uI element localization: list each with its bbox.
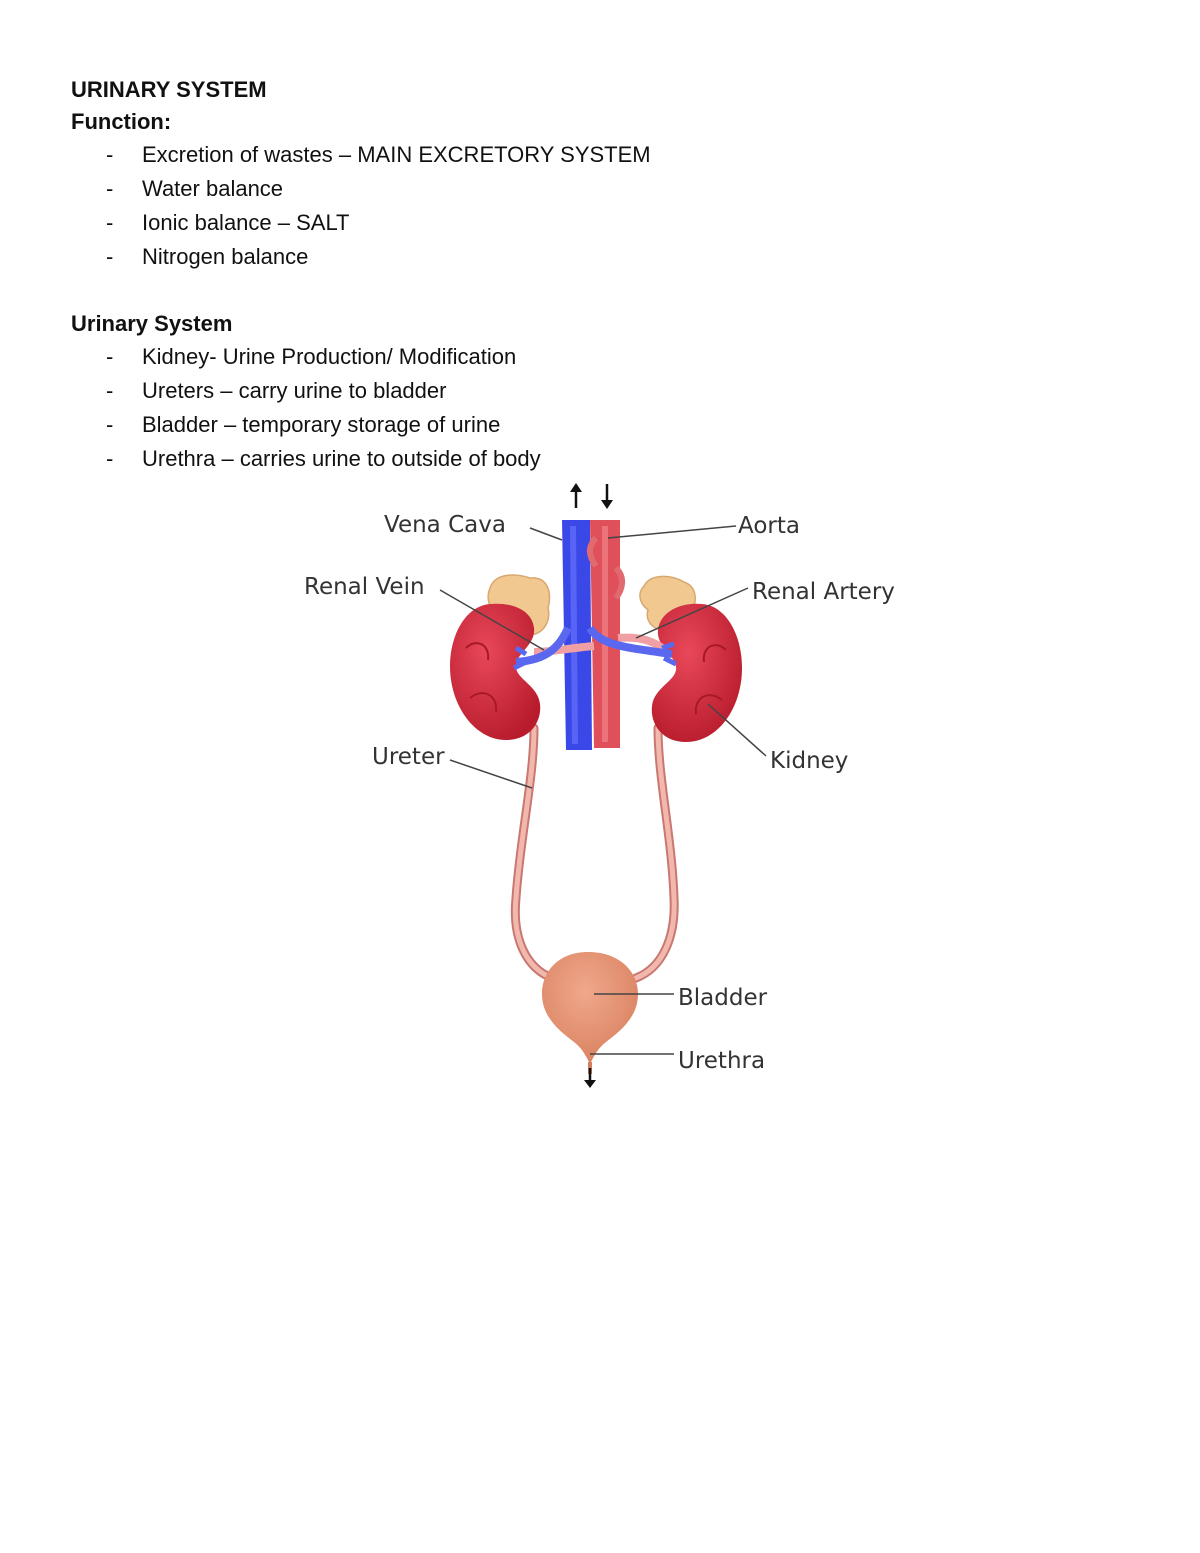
left-kidney	[450, 603, 541, 740]
kidney-leader	[707, 703, 767, 757]
list-item-text: Urethra – carries urine to outside of bo…	[142, 446, 541, 471]
bullet-dash: -	[106, 378, 114, 403]
list-item-text: Kidney- Urine Production/ Modification	[142, 344, 517, 369]
bullet-dash: -	[106, 244, 114, 269]
vena-cava-leader	[529, 527, 563, 541]
right-kidney	[651, 603, 742, 742]
bullet-dash: -	[106, 446, 114, 471]
urethra-label: Urethra	[678, 1048, 765, 1074]
aorta-branch	[587, 535, 599, 568]
list-item-text: Water balance	[142, 176, 284, 201]
list-item: - Ureters – carry urine to bladder	[71, 374, 871, 408]
bullet-dash: -	[106, 176, 114, 201]
renal-vein-leader	[439, 589, 545, 651]
bladder-label: Bladder	[678, 985, 768, 1011]
arrow-up-icon	[570, 483, 582, 508]
left-renal-vein-branch	[512, 645, 528, 671]
list-item-text: Ureters – carry urine to bladder	[142, 378, 447, 403]
aorta-branch	[613, 565, 625, 600]
list-item: - Nitrogen balance	[71, 240, 871, 274]
list-item: - Ionic balance – SALT	[71, 206, 871, 240]
list-item-text: Excretion of wastes – MAIN EXCRETORY SYS…	[142, 142, 651, 167]
arrow-down-icon	[584, 1068, 596, 1088]
document-title: URINARY SYSTEM	[71, 77, 267, 102]
list-item-text: Ionic balance – SALT	[142, 210, 350, 235]
urinary-system-diagram: Vena Cava Aorta Renal Vein Renal Artery …	[290, 478, 920, 1098]
bullet-dash: -	[106, 210, 114, 235]
vena-cava-label: Vena Cava	[384, 512, 506, 538]
kidney-label: Kidney	[770, 748, 848, 774]
right-renal-vein-branch	[661, 641, 678, 667]
list-item: - Excretion of wastes – MAIN EXCRETORY SY…	[71, 138, 871, 172]
diagram-svg: Vena Cava Aorta Renal Vein Renal Artery …	[304, 483, 895, 1088]
list-item-text: Bladder – temporary storage of urine	[142, 412, 501, 437]
right-ureter-inner	[633, 725, 677, 981]
function-list: - Excretion of wastes – MAIN EXCRETORY SY…	[71, 138, 871, 274]
urinary-system-list: -Kidney- Urine Production/ Modification …	[71, 340, 871, 476]
list-item-text: Nitrogen balance	[142, 244, 309, 269]
list-item: - Kidney- Urine Production/ Modification	[71, 340, 871, 374]
bullet-dash: -	[106, 142, 114, 167]
arrow-down-icon	[601, 484, 613, 509]
kidney-lobe-detail	[694, 694, 723, 715]
ureter-leader	[449, 759, 533, 789]
aorta-leader	[607, 525, 737, 539]
aorta-label: Aorta	[738, 513, 800, 539]
text-content: URINARY SYSTEM Function: - Excretion of w…	[71, 74, 871, 476]
left-renal-artery	[533, 642, 595, 656]
bladder	[542, 952, 638, 1064]
left-ureter-inner	[512, 725, 555, 981]
list-item: - Water balance	[71, 172, 871, 206]
list-item: - Urethra – carries urine to outside of b…	[71, 442, 871, 476]
ureter-label: Ureter	[372, 744, 445, 770]
urinary-system-heading: Urinary System	[71, 311, 233, 336]
bullet-dash: -	[106, 344, 114, 369]
aorta-highlight	[602, 526, 608, 742]
kidney-lobe-detail	[702, 644, 727, 663]
bullet-dash: -	[106, 412, 114, 437]
kidney-lobe-detail	[469, 692, 498, 713]
renal-artery-label: Renal Artery	[752, 579, 895, 605]
kidney-lobe-detail	[465, 642, 490, 661]
vena-cava-highlight	[570, 526, 578, 744]
right-renal-artery	[617, 633, 665, 652]
right-renal-vein	[586, 625, 673, 658]
renal-vein-label: Renal Vein	[304, 574, 425, 600]
renal-artery-leader	[635, 587, 749, 639]
function-heading: Function:	[71, 109, 172, 134]
list-item: - Bladder – temporary storage of urine	[71, 408, 871, 442]
